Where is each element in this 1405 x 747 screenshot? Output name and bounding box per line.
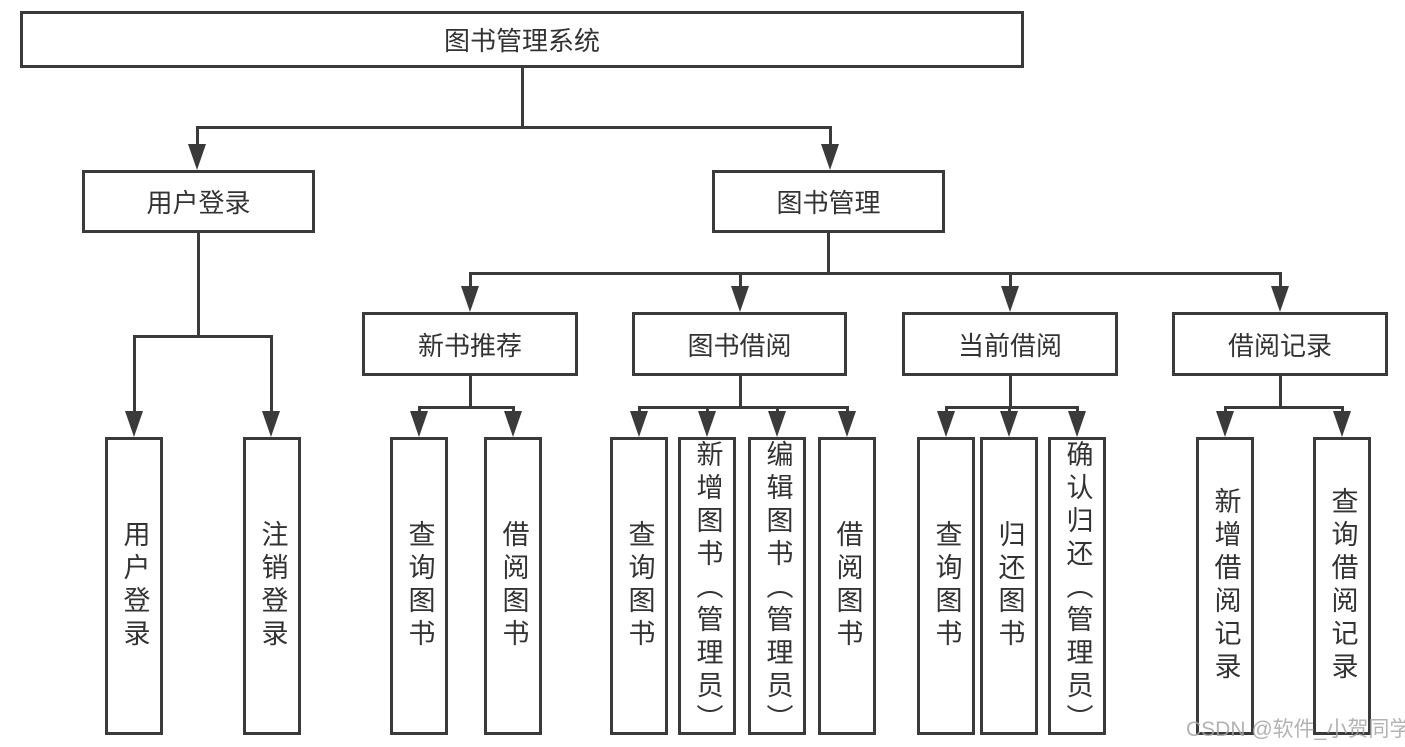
- edge-splitter-borrow-record: [1224, 406, 1343, 409]
- edge-splitter-new-book: [418, 406, 514, 409]
- arrowhead-down-icon: [821, 144, 839, 170]
- arrowhead-down-icon: [1068, 411, 1086, 437]
- node-label: 用户登录: [146, 188, 251, 218]
- node-label: 归还图书: [994, 520, 1025, 652]
- edge-arrow-line: [1008, 406, 1011, 415]
- node-borrowing-records: 借阅记录: [1172, 312, 1388, 376]
- node-leaf-query-borrow-record: 查询借阅记录: [1313, 437, 1371, 735]
- edge-stem-book-management: [827, 233, 830, 272]
- node-new-book-recommend: 新书推荐: [362, 312, 578, 376]
- node-label: 查询借阅记录: [1327, 487, 1358, 685]
- edge-splitter-root: [197, 126, 831, 129]
- node-label: 图书管理系统: [443, 26, 600, 56]
- node-leaf-user-login: 用户登录: [105, 437, 163, 735]
- edge-arrow-line: [270, 335, 273, 414]
- arrowhead-down-icon: [1216, 411, 1234, 437]
- arrowhead-down-icon: [838, 411, 856, 437]
- node-label: 借阅记录: [1227, 330, 1332, 361]
- arrowhead-down-icon: [125, 411, 143, 437]
- node-leaf-return-book: 归还图书: [980, 437, 1038, 735]
- node-leaf-confirm-return-admin: 确认归还（管理员）: [1048, 437, 1106, 737]
- node-label: 借阅图书: [832, 520, 863, 652]
- edge-stem-user-login: [197, 233, 200, 335]
- arrowhead-down-icon: [410, 411, 428, 437]
- node-leaf-query-books-current: 查询图书: [917, 437, 975, 735]
- arrowhead-down-icon: [188, 144, 206, 170]
- edge-stem-new-book: [469, 376, 472, 406]
- node-leaf-add-borrow-record: 新增借阅记录: [1196, 437, 1254, 735]
- csdn-watermark: CSDN @软件_小贺同学: [1186, 718, 1405, 741]
- edge-arrow-line: [196, 126, 199, 148]
- arrowhead-down-icon: [1001, 286, 1019, 312]
- edge-arrow-line: [512, 406, 515, 415]
- edge-splitter-current-borrow: [945, 406, 1078, 409]
- edge-stem-book-borrow: [739, 376, 742, 406]
- node-book-management: 图书管理: [712, 170, 945, 233]
- node-label: 编辑图书（管理员）: [762, 440, 793, 737]
- edge-arrow-line: [418, 406, 421, 415]
- arrowhead-down-icon: [937, 411, 955, 437]
- node-label: 借阅图书: [498, 520, 529, 652]
- node-leaf-edit-book-admin: 编辑图书（管理员）: [748, 437, 806, 737]
- arrowhead-down-icon: [1333, 411, 1351, 437]
- arrowhead-down-icon: [1000, 411, 1018, 437]
- edge-splitter-user-login: [133, 335, 272, 338]
- edge-arrow-line: [846, 406, 849, 415]
- edge-arrow-line: [133, 335, 136, 414]
- node-leaf-borrow-books-recommend: 借阅图书: [484, 437, 542, 735]
- arrowhead-down-icon: [461, 286, 479, 312]
- edge-arrow-line: [945, 406, 948, 415]
- edge-arrow-line: [739, 272, 742, 290]
- node-leaf-add-book-admin: 新增图书（管理员）: [678, 437, 736, 737]
- edge-arrow-line: [706, 406, 709, 415]
- node-current-borrowing: 当前借阅: [902, 312, 1118, 376]
- node-label: 注销登录: [257, 520, 288, 652]
- edge-splitter-book-management: [470, 272, 1281, 275]
- edge-stem-borrow-record: [1279, 376, 1282, 406]
- node-label: 查询图书: [624, 520, 655, 652]
- node-leaf-borrow-books: 借阅图书: [818, 437, 876, 735]
- node-leaf-logout: 注销登录: [243, 437, 301, 735]
- arrowhead-down-icon: [1271, 286, 1289, 312]
- edge-arrow-line: [1341, 406, 1344, 415]
- node-label: 确认归还（管理员）: [1062, 440, 1093, 737]
- arrowhead-down-icon: [768, 411, 786, 437]
- arrowhead-down-icon: [731, 286, 749, 312]
- edge-arrow-line: [1076, 406, 1079, 415]
- edge-arrow-line: [638, 406, 641, 415]
- edge-arrow-line: [776, 406, 779, 415]
- node-label: 图书管理: [776, 188, 881, 218]
- edge-stem-root: [521, 68, 524, 126]
- edge-arrow-line: [1224, 406, 1227, 415]
- edge-splitter-book-borrow: [638, 406, 848, 409]
- edge-arrow-line: [1009, 272, 1012, 290]
- node-label: 新增图书（管理员）: [692, 440, 723, 737]
- node-root-system: 图书管理系统: [20, 11, 1024, 68]
- node-label: 查询图书: [404, 520, 435, 652]
- node-user-login: 用户登录: [82, 170, 315, 233]
- arrowhead-down-icon: [630, 411, 648, 437]
- arrowhead-down-icon: [262, 411, 280, 437]
- edge-arrow-line: [469, 272, 472, 290]
- node-label: 新增借阅记录: [1210, 487, 1241, 685]
- edge-stem-current-borrow: [1009, 376, 1012, 406]
- node-label: 当前借阅: [957, 330, 1062, 361]
- node-leaf-query-books-borrow: 查询图书: [610, 437, 668, 735]
- arrowhead-down-icon: [504, 411, 522, 437]
- node-label: 图书借阅: [687, 330, 792, 361]
- arrowhead-down-icon: [698, 411, 716, 437]
- node-label: 查询图书: [931, 520, 962, 652]
- node-label: 新书推荐: [417, 330, 522, 361]
- node-book-borrowing: 图书借阅: [632, 312, 847, 376]
- node-leaf-query-books-recommend: 查询图书: [390, 437, 448, 735]
- edge-arrow-line: [1279, 272, 1282, 290]
- edge-arrow-line: [829, 126, 832, 148]
- node-label: 用户登录: [119, 520, 150, 652]
